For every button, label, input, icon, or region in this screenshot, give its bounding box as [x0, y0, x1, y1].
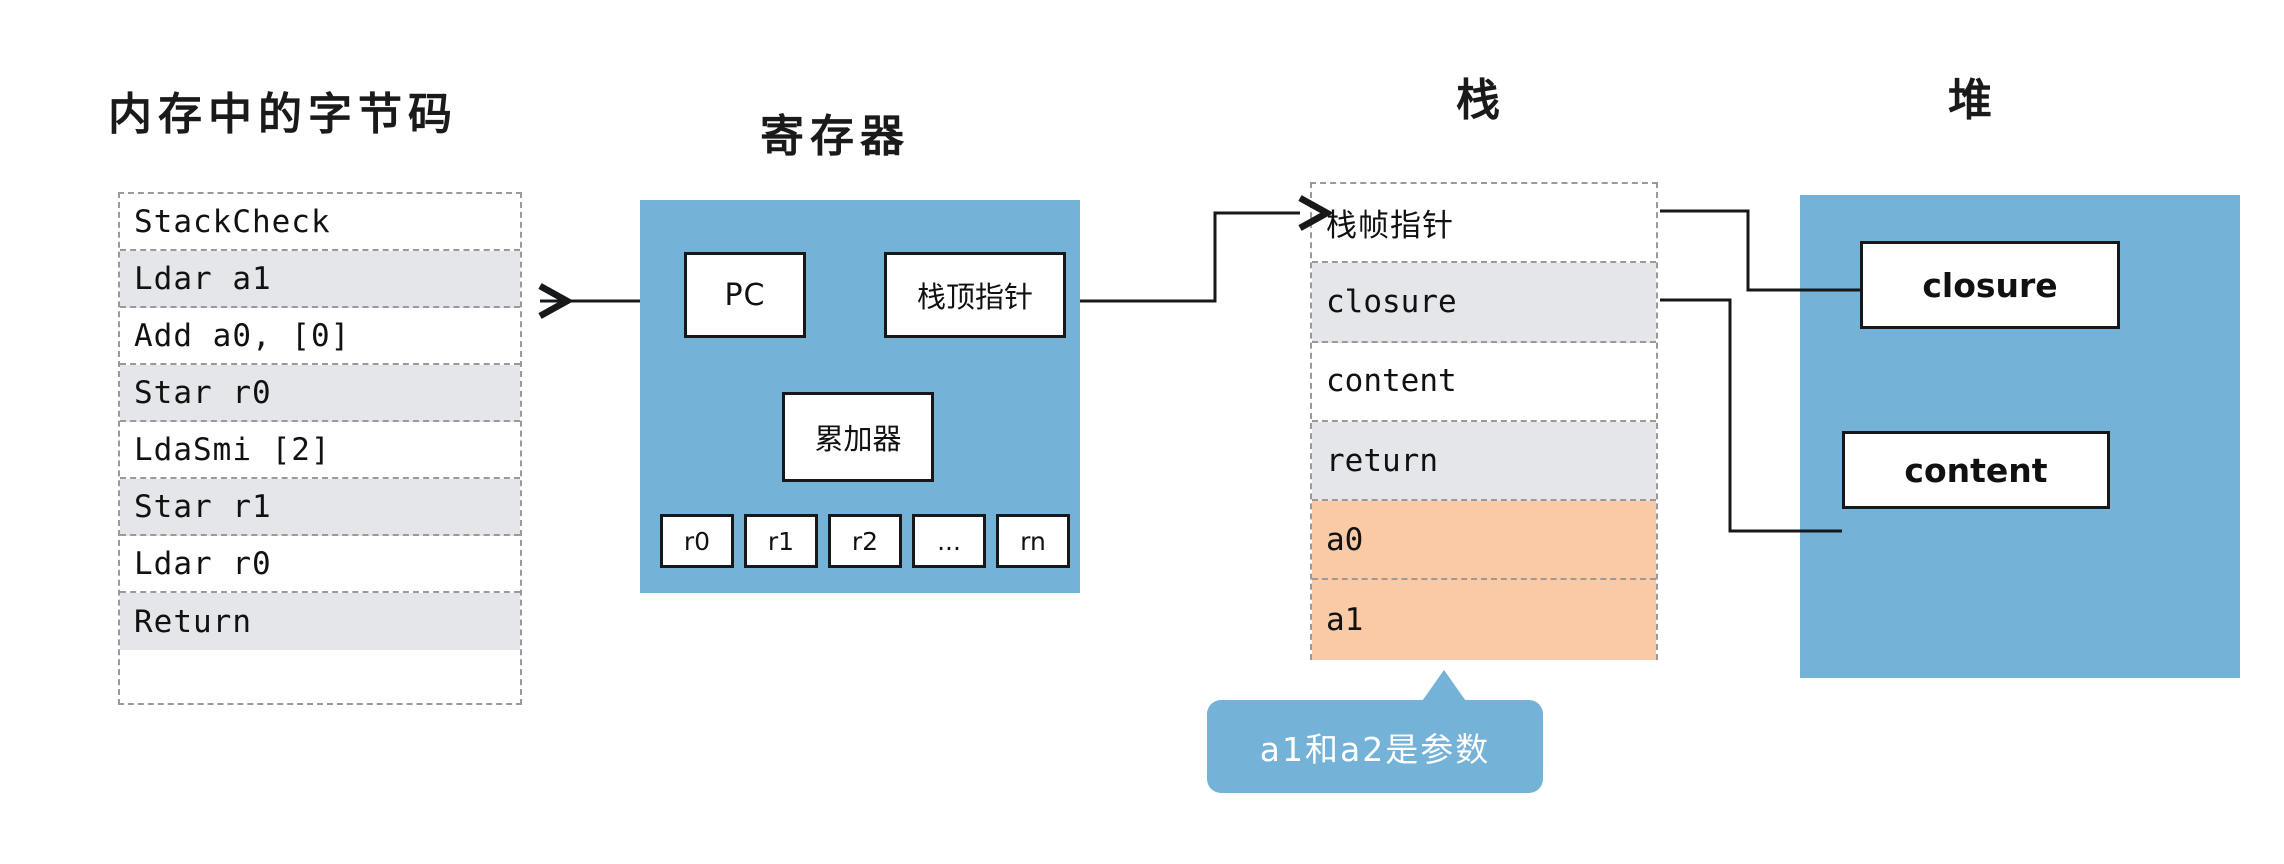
heap-column-title: 堆 — [1948, 75, 1998, 126]
stack-row: 栈帧指针 — [1312, 184, 1656, 264]
bytecode-row: LdaSmi [2] — [120, 422, 520, 479]
stack-row: a1 — [1312, 580, 1656, 660]
register-column-title: 寄存器 — [760, 111, 910, 162]
bytecode-row: Ldar a1 — [120, 251, 520, 308]
heap-panel: closure content — [1800, 195, 2240, 678]
stack-top-pointer-box: 栈顶指针 — [884, 252, 1066, 338]
stack-row: closure — [1312, 263, 1656, 343]
stack-row: a0 — [1312, 501, 1656, 581]
callout-tail-icon — [1420, 670, 1468, 704]
stack-pointer-to-stack-arrow — [1080, 195, 1334, 303]
register-slot: r0 — [660, 514, 734, 568]
stack-row: return — [1312, 421, 1656, 502]
register-slot: r2 — [828, 514, 902, 568]
bytecode-list: StackCheck Ldar a1 Add a0, [0] Star r0 L… — [118, 192, 522, 705]
stack-row: content — [1312, 343, 1656, 422]
bytecode-column-title: 内存中的字节码 — [108, 89, 458, 140]
heap-closure-box: closure — [1860, 241, 2120, 329]
heap-content-box: content — [1842, 431, 2110, 509]
bytecode-row: Add a0, [0] — [120, 308, 520, 365]
stack-frame-list: 栈帧指针 closure content return a0 a1 — [1310, 182, 1658, 660]
bytecode-row: Ldar r0 — [120, 536, 520, 593]
bytecode-row: StackCheck — [120, 194, 520, 251]
register-slot: rn — [996, 514, 1070, 568]
arguments-callout: a1和a2是参数 — [1207, 700, 1543, 793]
bytecode-row: Star r0 — [120, 365, 520, 422]
register-panel: PC 栈顶指针 累加器 r0 r1 r2 ... rn — [640, 200, 1080, 593]
program-counter-box: PC — [684, 252, 806, 338]
stack-column-title: 栈 — [1456, 75, 1506, 126]
bytecode-row: Star r1 — [120, 479, 520, 536]
bytecode-row: Return — [120, 593, 520, 650]
register-slot: ... — [912, 514, 986, 568]
register-slot: r1 — [744, 514, 818, 568]
accumulator-box: 累加器 — [782, 392, 934, 482]
